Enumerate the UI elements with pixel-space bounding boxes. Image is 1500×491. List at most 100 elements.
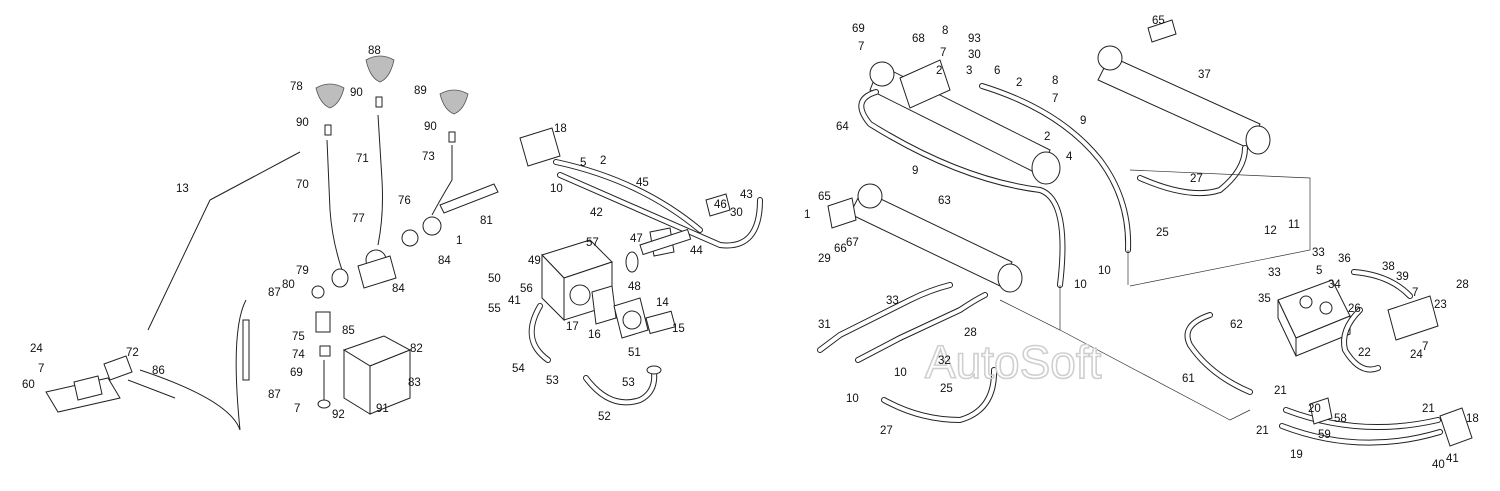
callout-7: 7 [940,47,946,59]
callout-2: 2 [1044,131,1050,143]
callout-25: 25 [940,383,953,395]
callout-2: 2 [1016,77,1022,89]
callout-10: 10 [550,183,563,195]
cylinder-37-eye [1097,45,1123,71]
callout-52: 52 [598,411,611,423]
hose-45 [553,159,703,233]
callout-28: 28 [1456,279,1469,291]
lever-73 [431,145,453,216]
callout-53: 53 [546,375,559,387]
callout-9: 9 [912,165,918,177]
callout-54: 54 [512,363,525,375]
cylinder-4-body [899,59,951,109]
callout-10: 10 [1098,265,1111,277]
bracket-side [369,349,411,415]
callout-11: 11 [1288,219,1300,231]
callout-9: 9 [1080,115,1086,127]
callout-66: 66 [834,243,847,255]
part-85 [315,311,331,333]
callout-15: 15 [672,323,685,335]
callout-16: 16 [588,329,601,341]
callout-76: 76 [398,195,411,207]
callout-74: 74 [292,349,305,361]
bracket-65b [827,197,857,229]
callout-53: 53 [622,377,635,389]
callout-8: 8 [1052,75,1058,87]
lever-assembly [45,55,499,431]
callout-85: 85 [342,325,355,337]
cap-53 [646,365,662,375]
callout-7: 7 [294,403,300,415]
leader-13b [147,199,211,331]
callout-69: 69 [290,367,303,379]
valve-port-a [1299,295,1313,309]
callout-81: 81 [480,215,493,227]
callout-10: 10 [846,393,859,405]
callout-68: 68 [912,33,925,45]
callout-70: 70 [296,179,309,191]
callout-34: 34 [1328,279,1341,291]
callout-46: 46 [714,199,727,211]
cover-hub [622,310,642,330]
knob-78 [315,83,345,109]
callout-36: 36 [1338,253,1351,265]
callout-92: 92 [332,409,345,421]
callout-7: 7 [1422,341,1428,353]
flange-gasket [625,251,639,273]
washer-92 [317,399,331,409]
callout-51: 51 [628,347,641,359]
cylinder-37 [1097,55,1261,149]
bracket-65a [1147,19,1177,43]
callout-78: 78 [290,81,303,93]
callout-84: 84 [392,283,405,295]
hub-79 [331,268,349,288]
coupling-15 [645,310,676,335]
callout-30: 30 [730,207,743,219]
bearing-block [357,255,397,289]
cylinder-4 [869,64,1051,176]
nut-90a [324,124,332,136]
callout-73: 73 [422,151,435,163]
callout-20: 20 [1308,403,1321,415]
callout-1: 1 [804,209,810,221]
callout-64: 64 [836,121,849,133]
callout-21: 21 [1256,425,1269,437]
callout-4: 4 [1066,151,1073,163]
callout-48: 48 [628,281,641,293]
block-18 [519,127,561,167]
base-bracket [73,375,103,401]
callout-10: 10 [1074,279,1087,291]
callout-47: 47 [630,233,643,245]
callout-17: 17 [566,321,579,333]
callout-30: 30 [968,49,981,61]
leader-13a [209,151,301,201]
callout-21: 21 [1274,385,1287,397]
watermark: AutoSoft [925,336,1102,388]
callout-58: 58 [1334,413,1347,425]
callout-90: 90 [350,87,363,99]
callout-65: 65 [1152,15,1165,27]
callout-7: 7 [38,363,44,375]
callout-21: 21 [1422,403,1435,415]
group-line-a [1129,169,1311,287]
callout-83: 83 [408,377,421,389]
callout-90: 90 [424,121,437,133]
block-18b [1439,407,1473,447]
part-74 [319,345,331,357]
callout-86: 86 [152,365,165,377]
callout-27: 27 [1190,173,1203,185]
callout-75: 75 [292,331,305,343]
callout-89: 89 [414,85,427,97]
callout-67: 67 [846,237,859,249]
clevis-72 [103,355,133,381]
callout-72: 72 [126,347,139,359]
callout-38: 38 [1382,261,1395,273]
nut-90b [375,96,383,108]
rod-86 [127,379,176,399]
knob-88 [365,55,395,83]
callout-41: 41 [1446,453,1459,465]
callout-18: 18 [554,123,567,135]
callout-1: 1 [456,235,462,247]
